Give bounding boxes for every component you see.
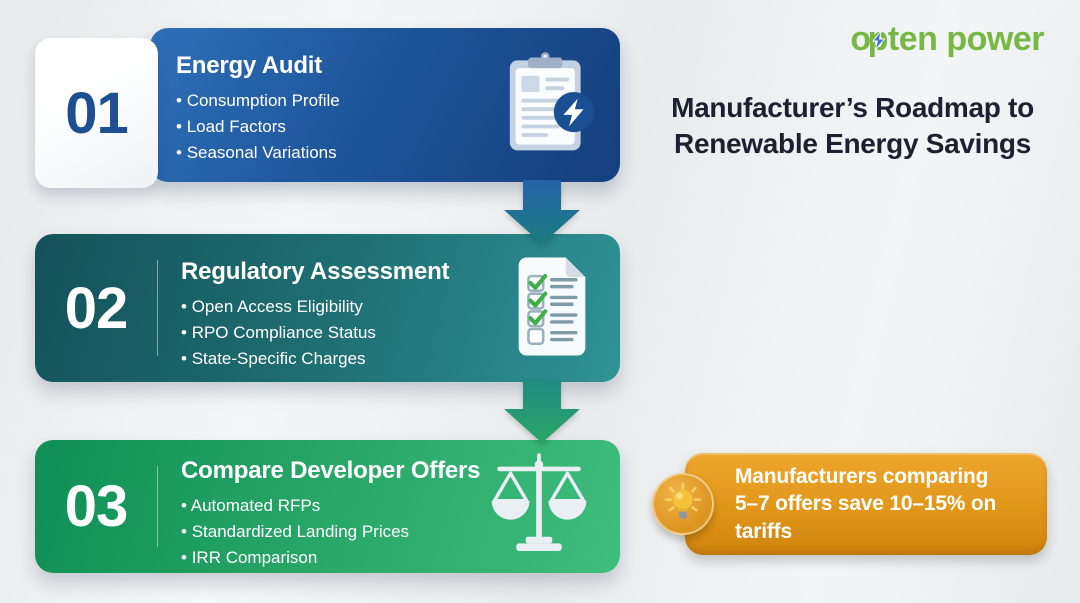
step1-number-panel: 01 [35,38,158,188]
bullet-item: RPO Compliance Status [181,321,500,344]
bullet-item: Open Access Eligibility [181,295,500,318]
vertical-divider [157,260,158,356]
bullet-item: Standardized Landing Prices [181,520,500,543]
checklist-icon [510,256,594,361]
callout-line3: tariffs [735,519,792,543]
step-card-compare-developer-offers: 03 Compare Developer Offers Automated RF… [35,440,620,573]
callout-line1: Manufacturers comparing [735,465,989,489]
page-title: Manufacturer’s Roadmap to Renewable Ener… [650,90,1055,162]
brand-logo: opten power [850,20,1044,59]
bullet-item: IRR Comparison [181,546,500,569]
lightbulb-badge [652,473,714,535]
step3-title: Compare Developer Offers [181,457,481,484]
savings-callout-text: Manufacturers comparing 5–7 offers save … [685,453,1047,555]
step-card-regulatory-assessment: 02 Regulatory Assessment Open Access Eli… [35,234,620,382]
page-title-line2: Renewable Energy Savings [674,127,1031,159]
step3-bullets: Automated RFPs Standardized Landing Pric… [181,494,500,569]
logo-letter-p: p [868,20,889,59]
step3-number: 03 [64,474,129,539]
lightning-bolt-icon [871,31,885,50]
bullet-item: Consumption Profile [176,89,510,112]
step1-title: Energy Audit [176,52,323,79]
step2-title: Regulatory Assessment [181,258,450,285]
clipboard-lightning-icon [506,50,594,161]
bullet-item: Automated RFPs [181,494,500,517]
callout-line2: 5–7 offers save 10–15% on [735,492,997,516]
step1-bullets: Consumption Profile Load Factors Seasona… [176,89,510,164]
step1-body: Energy Audit Consumption Profile Load Fa… [150,28,620,182]
vertical-divider [157,466,158,547]
bullet-item: State-Specific Charges [181,347,500,370]
savings-callout: Manufacturers comparing 5–7 offers save … [652,453,1047,555]
step2-number: 02 [64,275,129,341]
flow-arrow-down-2 [504,379,580,443]
step1-number: 01 [65,80,129,146]
balance-scale-icon [484,449,594,564]
lightbulb-icon [664,482,702,519]
logo-rest: ten power [887,20,1045,58]
page-title-line1: Manufacturer’s Roadmap to [671,92,1034,123]
bullet-item: Load Factors [176,115,510,138]
step2-bullets: Open Access Eligibility RPO Compliance S… [181,295,500,370]
bullet-item: Seasonal Variations [176,141,510,164]
flow-arrow-down-1 [504,180,580,244]
logo-letter-o: o [850,20,871,58]
step-card-energy-audit: Energy Audit Consumption Profile Load Fa… [35,28,620,190]
